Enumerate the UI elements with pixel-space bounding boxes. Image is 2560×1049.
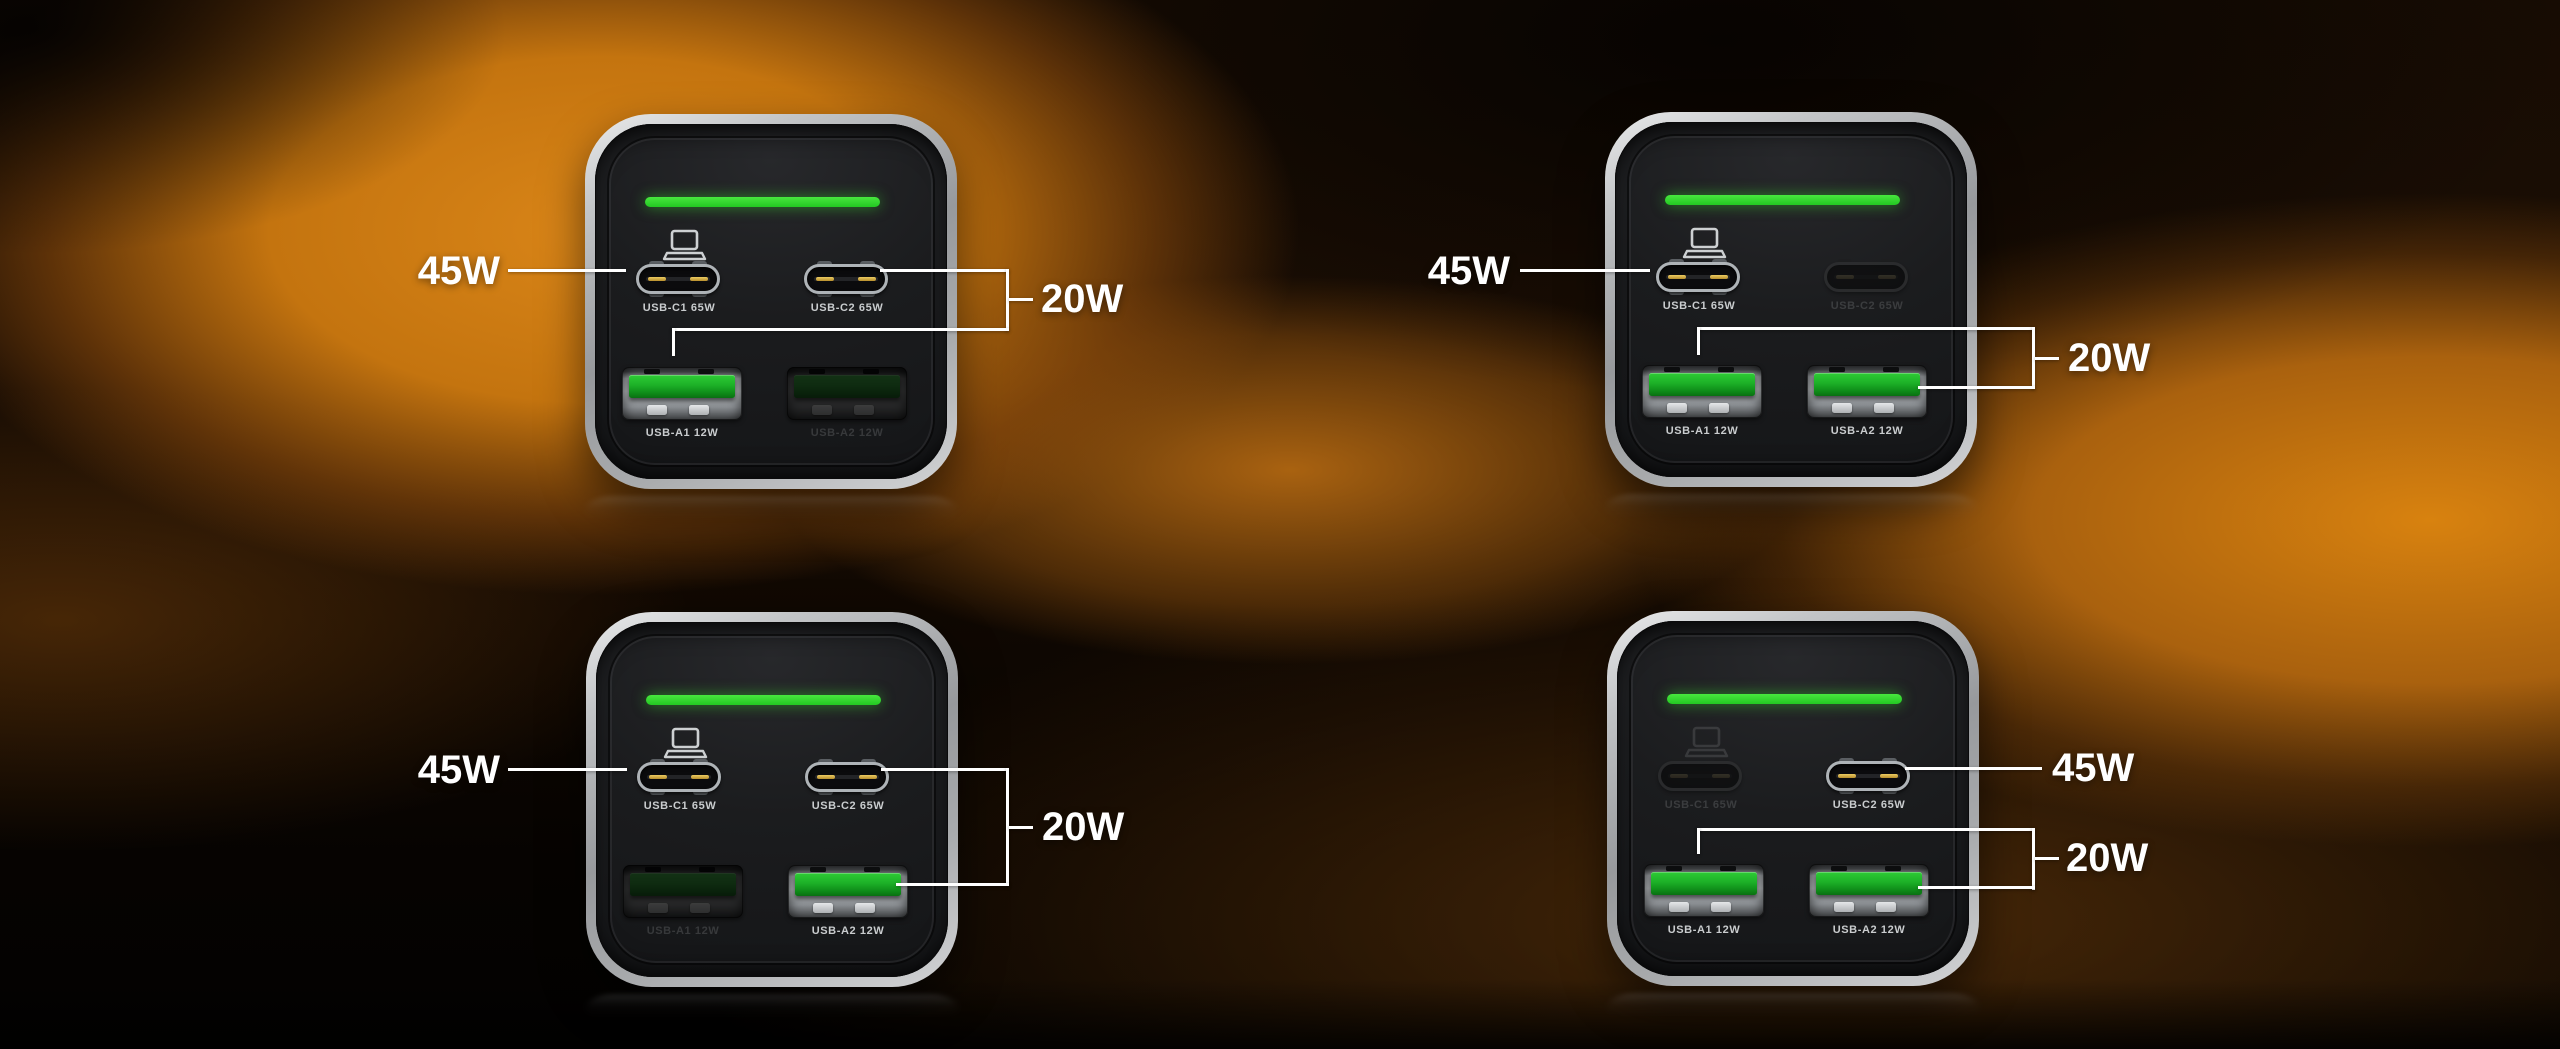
- callout-line: [1697, 327, 2035, 330]
- usb-c1-port: [636, 261, 720, 297]
- usb-c2-port: [804, 261, 888, 297]
- callout-line: [1697, 327, 1700, 355]
- callout-20w: 20W: [2066, 836, 2149, 880]
- callout-line: [672, 328, 675, 356]
- callout-line: [2032, 327, 2035, 389]
- laptop-icon: [663, 727, 708, 759]
- charger-face: USB-C1 65W USB-C2 65W USB-A1 12W USB-A2 …: [595, 124, 947, 479]
- callout-line: [1006, 768, 1009, 886]
- charger-face: USB-C1 65W USB-C2 65W USB-A1 12W USB-A2 …: [1617, 621, 1969, 976]
- usb-a1-label: USB-A1 12W: [646, 925, 720, 937]
- charger-face: USB-C1 65W USB-C2 65W USB-A1 12W USB-A2 …: [1615, 122, 1967, 477]
- usb-a2-label: USB-A2 12W: [1832, 924, 1906, 936]
- face-groove: [1629, 136, 1953, 463]
- status-led: [1667, 694, 1902, 704]
- charger-reflection: [1607, 993, 1979, 1026]
- charger-face: USB-C1 65W USB-C2 65W USB-A1 12W USB-A2 …: [596, 622, 948, 977]
- laptop-icon: [662, 229, 707, 261]
- usb-a2-port: [787, 367, 907, 420]
- usb-c2-label: USB-C2 65W: [810, 302, 884, 314]
- charger-top-right: USB-C1 65W USB-C2 65W USB-A1 12W USB-A2 …: [1605, 112, 1977, 487]
- usb-a1-port: [1644, 864, 1764, 917]
- callout-line: [1009, 826, 1033, 829]
- usb-a1-port: [623, 865, 743, 918]
- usb-a1-label: USB-A1 12W: [645, 427, 719, 439]
- status-led: [646, 695, 881, 705]
- usb-c1-label: USB-C1 65W: [1662, 300, 1736, 312]
- charger-reflection: [1605, 494, 1977, 527]
- usb-c1-label: USB-C1 65W: [642, 302, 716, 314]
- usb-c1-port: [1658, 758, 1742, 794]
- usb-c2-port: [1826, 758, 1910, 794]
- usb-a1-port: [1642, 365, 1762, 418]
- callout-line: [1918, 386, 2035, 389]
- charger-top-left: USB-C1 65W USB-C2 65W USB-A1 12W USB-A2 …: [585, 114, 957, 489]
- callout-line: [1918, 886, 2035, 889]
- callout-45w: 45W: [1427, 249, 1510, 293]
- usb-c2-port: [1824, 259, 1908, 295]
- status-led: [1665, 195, 1900, 205]
- callout-line: [1697, 828, 1700, 854]
- callout-line: [881, 768, 1009, 771]
- callout-line: [672, 328, 1009, 331]
- callout-line: [2032, 828, 2035, 890]
- callout-20w: 20W: [2068, 336, 2151, 380]
- callout-line: [2035, 357, 2059, 360]
- callout-line: [1905, 767, 2042, 770]
- charger-bottom-right: USB-C1 65W USB-C2 65W USB-A1 12W USB-A2 …: [1607, 611, 1979, 986]
- usb-a2-port: [788, 865, 908, 918]
- callout-line: [2035, 857, 2059, 860]
- callout-line: [1009, 298, 1033, 301]
- usb-a1-label: USB-A1 12W: [1665, 425, 1739, 437]
- callout-line: [508, 269, 626, 272]
- face-groove: [610, 636, 934, 963]
- usb-c2-label: USB-C2 65W: [811, 800, 885, 812]
- background-floor-shadow: [0, 979, 2560, 1049]
- callout-20w: 20W: [1041, 277, 1124, 321]
- laptop-icon: [1682, 227, 1727, 259]
- usb-c2-label: USB-C2 65W: [1832, 799, 1906, 811]
- face-groove: [609, 138, 933, 465]
- usb-a2-port: [1807, 365, 1927, 418]
- callout-45w: 45W: [417, 748, 500, 792]
- callout-line: [508, 768, 627, 771]
- charger-reflection: [585, 496, 957, 529]
- usb-c1-label: USB-C1 65W: [1664, 799, 1738, 811]
- callout-20w: 20W: [1042, 805, 1125, 849]
- charger-bottom-left: USB-C1 65W USB-C2 65W USB-A1 12W USB-A2 …: [586, 612, 958, 987]
- usb-c2-port: [805, 759, 889, 795]
- callout-line: [880, 269, 1009, 272]
- callout-line: [1697, 828, 2035, 831]
- usb-a2-port: [1809, 864, 1929, 917]
- callout-45w: 45W: [2052, 746, 2135, 790]
- callout-line: [1006, 269, 1009, 331]
- callout-line: [896, 883, 1009, 886]
- usb-a1-port: [622, 367, 742, 420]
- usb-a2-label: USB-A2 12W: [810, 427, 884, 439]
- callout-45w: 45W: [417, 249, 500, 293]
- usb-c1-port: [637, 759, 721, 795]
- status-led: [645, 197, 880, 207]
- usb-c1-port: [1656, 259, 1740, 295]
- face-groove: [1631, 635, 1955, 962]
- usb-a2-label: USB-A2 12W: [811, 925, 885, 937]
- laptop-icon: [1684, 726, 1729, 758]
- callout-line: [1520, 269, 1650, 272]
- usb-a2-label: USB-A2 12W: [1830, 425, 1904, 437]
- usb-c2-label: USB-C2 65W: [1830, 300, 1904, 312]
- charger-reflection: [586, 994, 958, 1027]
- usb-a1-label: USB-A1 12W: [1667, 924, 1741, 936]
- usb-c1-label: USB-C1 65W: [643, 800, 717, 812]
